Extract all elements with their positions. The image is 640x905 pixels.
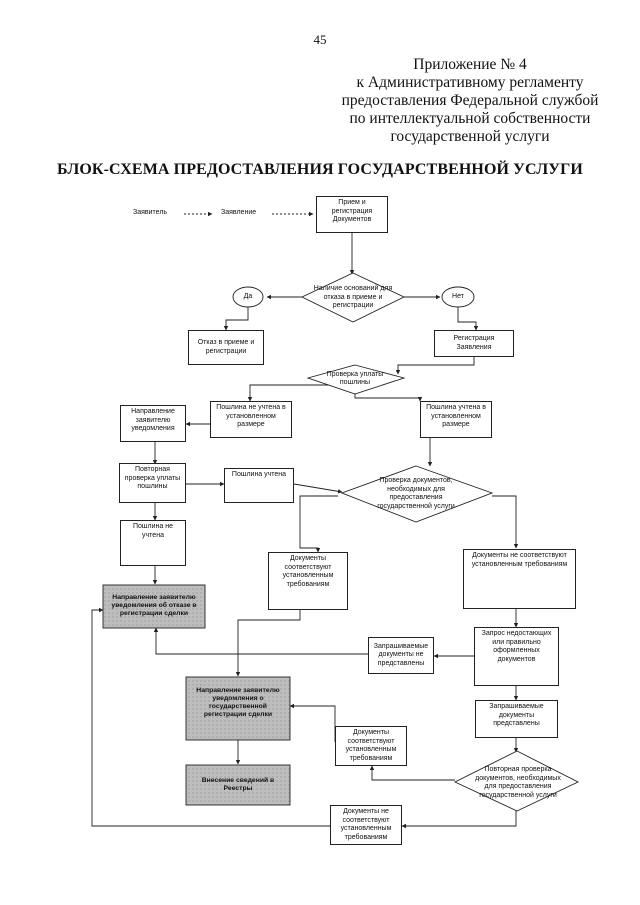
appendix-line: предоставления Федеральной службой [341,92,599,109]
shaded-texture-registration-notice [185,676,291,741]
receipt-box: Прием и регистрация Документов [316,196,388,233]
no-label: Нет [452,293,464,301]
fee-counted-amount-box: Пошлина учтена в установленном размере [420,401,492,438]
appendix-caption: Приложение № 4 к Административному регла… [300,56,640,146]
repeat-fee-check-box: Повторная проверка уплаты пошлины [119,463,186,503]
appendix-line: по интеллектуальной собственности [349,110,591,127]
arrow-registration-feecheck [395,356,475,375]
fee-counted-box: Пошлина учтена [224,468,294,503]
arrow-feecheck-notcounted [247,384,330,402]
request-missing-box: Запрос недостающих или правильно оформле… [474,627,559,686]
fee-check-text: Проверка уплаты пошлины [326,370,384,387]
page-number: 45 [313,32,327,47]
docs-not-ok-2-box: Документы не соответствуют установленным… [330,805,402,845]
fee-not-counted-box: Пошлина не учтена в установленном размер… [210,401,292,438]
yes-circle [232,286,264,308]
no-circle [441,286,475,308]
repeat-doc-check-text: Повторная проверка документов, необходим… [475,766,561,799]
doc-check-text: Проверка документов, необходимых для пре… [377,477,455,510]
page-title: БЛОК-СХЕМА ПРЕДОСТАВЛЕНИЯ ГОСУДАРСТВЕННО… [57,161,583,178]
yes-label: Да [243,293,253,301]
arrow-repeatcheck-docsok2 [369,765,455,781]
arrow-feecheck-counted [354,394,423,402]
docs-ok-box: Документы соответствуют установленным тр… [268,552,348,610]
requested-not-submitted-box: Запрашиваемые документы не представлены [368,637,434,674]
appendix-line: к Административному регламенту [356,74,584,91]
arrow-yes-refusal [223,306,249,331]
applicant-label: Заявитель [133,209,168,216]
decision-diamond-refusal-grounds [300,272,406,323]
arrow-no-registration [457,306,479,331]
docs-ok-2-box: Документы соответствуют установленным тр… [335,726,407,766]
arrow-notsubmitted-refusalnotice [153,627,368,655]
notify-applicant-box: Направление заявителю уведомления [120,405,186,442]
arrow-repeatcheck-docsnotok2 [401,810,517,829]
refusal-grounds-text: Наличие оснований для отказа в приеме и … [313,285,393,310]
decision-diamond-doc-check [340,465,494,523]
appendix-line: государственной услуги [390,128,550,145]
docs-not-ok-box: Документы не соответствуют установленным… [463,549,576,609]
refusal-notice-box: Направление заявителю уведомления об отк… [111,594,197,617]
refusal-box: Отказ в приеме и регистрации [188,330,264,365]
decision-diamond-fee-check [306,364,406,395]
arrow-docsok2-regnotice [289,703,336,742]
arrow-feecounted-doccheck [293,483,343,494]
requested-submitted-box: Запрашиваемые документы представлены [475,700,558,738]
arrow-doccheck-docsnotok [492,495,519,549]
registry-entry-box: Внесение сведений в Реестры [201,777,275,792]
registration-notice-box: Направление заявителю уведомления о госу… [196,687,280,718]
appendix-line: Приложение № 4 [413,56,527,73]
arrow-docsnotok2-refusalnotice [91,607,330,827]
arrow-docsok-regnotice [235,610,301,677]
fee-not-counted-short-box: Пошлина не учтена [120,520,186,566]
application-label: Заявление [221,209,257,216]
decision-diamond-repeat-check [453,750,580,812]
shaded-texture-registry-entry [185,764,291,806]
arrow-doccheck-docsok [299,495,338,553]
shaded-texture-refusal-notice [102,584,206,629]
registration-box: Регистрация Заявления [434,330,514,357]
